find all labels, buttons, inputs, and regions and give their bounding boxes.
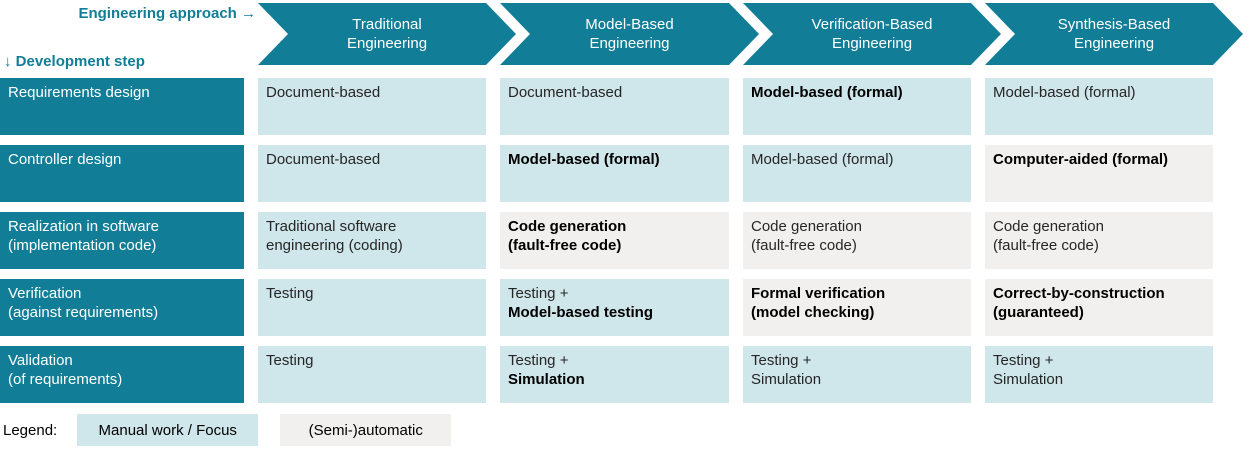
matrix-cell-r4-c4: Correct-by-construction (guaranteed) xyxy=(985,279,1213,336)
matrix-cell-r1-c4: Model-based (formal) xyxy=(985,78,1213,135)
matrix-cell-r5-c4: Testing + Simulation xyxy=(985,346,1213,403)
legend-items: Manual work / Focus (Semi-)automatic xyxy=(77,414,473,446)
cell-line: Document-based xyxy=(266,151,381,168)
row-label-controller-design: Controller design xyxy=(0,145,244,202)
approach-column-label: Traditional Engineering xyxy=(346,16,428,52)
matrix-cell-r1-c1: Document-based xyxy=(258,78,486,135)
cell-line: Testing xyxy=(266,352,314,369)
cell-line: Code generation xyxy=(508,218,627,235)
approach-column-synthesis-based: Synthesis-Based Engineering xyxy=(985,3,1243,65)
legend-item-semi-automatic: (Semi-)automatic xyxy=(280,414,452,446)
approach-column-label: Model-Based Engineering xyxy=(585,16,674,52)
matrix-cell-r5-c3: Testing + Simulation xyxy=(743,346,971,403)
cell-line: Traditional software xyxy=(266,218,397,235)
cell-line: engineering (coding) xyxy=(266,237,403,254)
cell-line: Testing + xyxy=(508,285,569,302)
cell-line: Simulation xyxy=(751,371,822,388)
matrix-cell-r3-c4: Code generation (fault-free code) xyxy=(985,212,1213,269)
matrix-cell-r2-c1: Document-based xyxy=(258,145,486,202)
matrix-cell-r2-c4: Computer-aided (formal) xyxy=(985,145,1213,202)
cell-line: Testing + xyxy=(508,352,569,369)
cell-line: Code generation xyxy=(993,218,1104,235)
cell-line: (fault-free code) xyxy=(993,237,1099,254)
matrix-cell-r2-c2: Model-based (formal) xyxy=(500,145,729,202)
row-label-validation: Validation (of requirements) xyxy=(0,346,244,403)
cell-line: Simulation xyxy=(993,371,1064,388)
matrix-cell-r1-c3: Model-based (formal) xyxy=(743,78,971,135)
approach-column-verification-based: Verification-Based Engineering xyxy=(743,3,1001,65)
cell-line: Testing xyxy=(266,285,314,302)
row-label-verification: Verification (against requirements) xyxy=(0,279,244,336)
approach-column-label: Verification-Based Engineering xyxy=(811,16,933,52)
cell-line: Code generation xyxy=(751,218,862,235)
matrix-cell-r1-c2: Document-based xyxy=(500,78,729,135)
cell-line: Model-based (formal) xyxy=(993,84,1136,101)
matrix-cell-r4-c2: Testing + Model-based testing xyxy=(500,279,729,336)
legend-item-manual-work-focus: Manual work / Focus xyxy=(77,414,259,446)
cell-line: (fault-free code) xyxy=(508,237,622,254)
approach-column-label: Synthesis-Based Engineering xyxy=(1057,16,1171,52)
cell-line: Testing + xyxy=(751,352,812,369)
approach-header-row: Traditional Engineering Model-Based Engin… xyxy=(0,3,1247,65)
cell-line: Model-based (formal) xyxy=(751,84,903,101)
cell-line: Document-based xyxy=(508,84,623,101)
cell-line: (fault-free code) xyxy=(751,237,857,254)
engineering-approach-label: Engineering approach → xyxy=(78,5,256,22)
cell-line: Correct-by-construction xyxy=(993,285,1165,302)
cell-line: Document-based xyxy=(266,84,381,101)
cell-line: Model-based (formal) xyxy=(508,151,660,168)
approach-column-traditional: Traditional Engineering xyxy=(258,3,516,65)
matrix-cell-r2-c3: Model-based (formal) xyxy=(743,145,971,202)
cell-line: Formal verification xyxy=(751,285,886,302)
cell-line: Testing + xyxy=(993,352,1054,369)
row-label-requirements-design: Requirements design xyxy=(0,78,244,135)
cell-line: (model checking) xyxy=(751,304,875,321)
matrix-cell-r4-c3: Formal verification (model checking) xyxy=(743,279,971,336)
row-label-realization-in-software: Realization in software (implementation … xyxy=(0,212,244,269)
cell-line: Model-based testing xyxy=(508,304,654,321)
cell-line: Computer-aided (formal) xyxy=(993,151,1169,168)
matrix-cell-r4-c1: Testing xyxy=(258,279,486,336)
legend: Legend: Manual work / Focus (Semi-)automa… xyxy=(3,414,473,446)
matrix-cell-r5-c1: Testing xyxy=(258,346,486,403)
cell-line: Model-based (formal) xyxy=(751,151,894,168)
cell-line: (guaranteed) xyxy=(993,304,1084,321)
matrix-cell-r5-c2: Testing + Simulation xyxy=(500,346,729,403)
legend-label: Legend: xyxy=(3,421,58,439)
matrix-cell-r3-c1: Traditional software engineering (coding) xyxy=(258,212,486,269)
matrix-cell-r3-c2: Code generation (fault-free code) xyxy=(500,212,729,269)
approach-column-model-based: Model-Based Engineering xyxy=(500,3,759,65)
development-step-label: ↓ Development step xyxy=(4,53,145,70)
cell-line: Simulation xyxy=(508,371,585,388)
matrix-cell-r3-c3: Code generation (fault-free code) xyxy=(743,212,971,269)
